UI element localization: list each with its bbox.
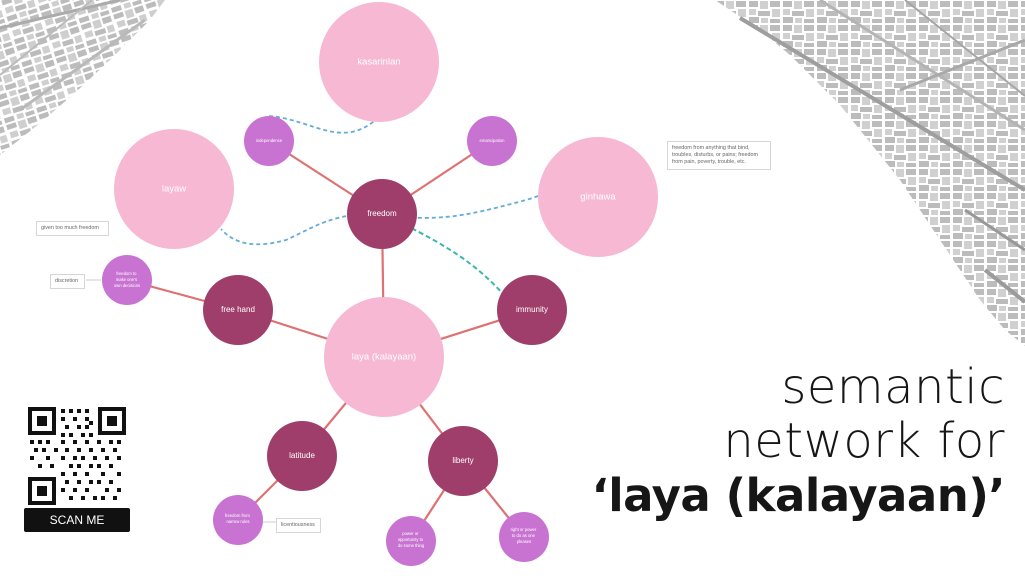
node-emancipation-circle (467, 116, 517, 166)
edge-freedom-layaw (220, 212, 382, 246)
node-latitude-label: latitude (289, 451, 315, 460)
node-rightorpower-label: right or power to do as one pleases (511, 527, 538, 544)
node-laya-label: laya (kalayaan) (352, 352, 416, 363)
node-laya-circle (324, 297, 444, 417)
node-freedom-label: freedom (367, 209, 397, 218)
node-independence-circle (244, 116, 294, 166)
node-liberty-circle (428, 426, 498, 496)
title-line-laya-kalayaan: ‘laya (kalayaan)’ (591, 469, 1006, 522)
node-layaw-label: layaw (162, 184, 186, 195)
node-emancipation-label: emancipation (480, 138, 506, 143)
pink-nodes: kasarinlan layaw ginhawa laya (kalayaan) (114, 2, 658, 417)
node-freedom-circle (347, 179, 417, 249)
edge-independence-kasarinlan (268, 115, 380, 134)
node-ginhawa-circle (538, 137, 658, 257)
purple-nodes: independence emancipation freedom to mak… (102, 116, 549, 566)
node-immunity-label: immunity (516, 305, 548, 314)
scan-me-button[interactable]: SCAN ME (24, 508, 130, 532)
node-rightorpower-circle (499, 512, 549, 562)
note-ginhawa-definition: freedom from anything that bind, trouble… (667, 141, 771, 170)
qr-block: SCAN ME (24, 407, 130, 532)
qr-code-icon[interactable] (28, 407, 126, 505)
note-licentiousness: licentiousness (276, 518, 321, 533)
node-immunity-circle (497, 275, 567, 345)
node-freehand-circle (203, 275, 273, 345)
node-freedomfromrules-circle (213, 495, 263, 545)
node-freehand-label: free hand (221, 305, 255, 314)
slide-title: semantic network for ‘laya (kalayaan)’ (545, 359, 1006, 524)
node-freedomfromrules-label: freedom from narrow rules (225, 513, 251, 524)
node-kasarinlan-label: kasarinlan (357, 57, 400, 68)
dark-nodes: freedom free hand immunity latitude libe… (203, 179, 567, 496)
node-independence-label: independence (256, 138, 283, 143)
node-ginhawa-label: ginhawa (580, 192, 616, 203)
node-powerofopportunity-label: power or opportunity to do some thing (398, 531, 425, 548)
node-liberty-label: liberty (452, 456, 473, 465)
node-latitude-circle (267, 421, 337, 491)
node-kasarinlan-circle (319, 2, 439, 122)
node-layaw-circle (114, 129, 234, 249)
node-powerofopportunity-circle (386, 516, 436, 566)
title-line-semantic: semantic (781, 359, 1005, 415)
note-layaw-definition: given too much freedom (36, 221, 109, 236)
note-discretion: discretion (50, 274, 85, 289)
title-line-network-for: network for (723, 413, 1005, 469)
node-freedomtomake-circle (102, 255, 152, 305)
node-freedomtomake-label: freedom to make one's own decisions (114, 271, 140, 288)
edge-freedom-ginhawa (382, 195, 539, 219)
